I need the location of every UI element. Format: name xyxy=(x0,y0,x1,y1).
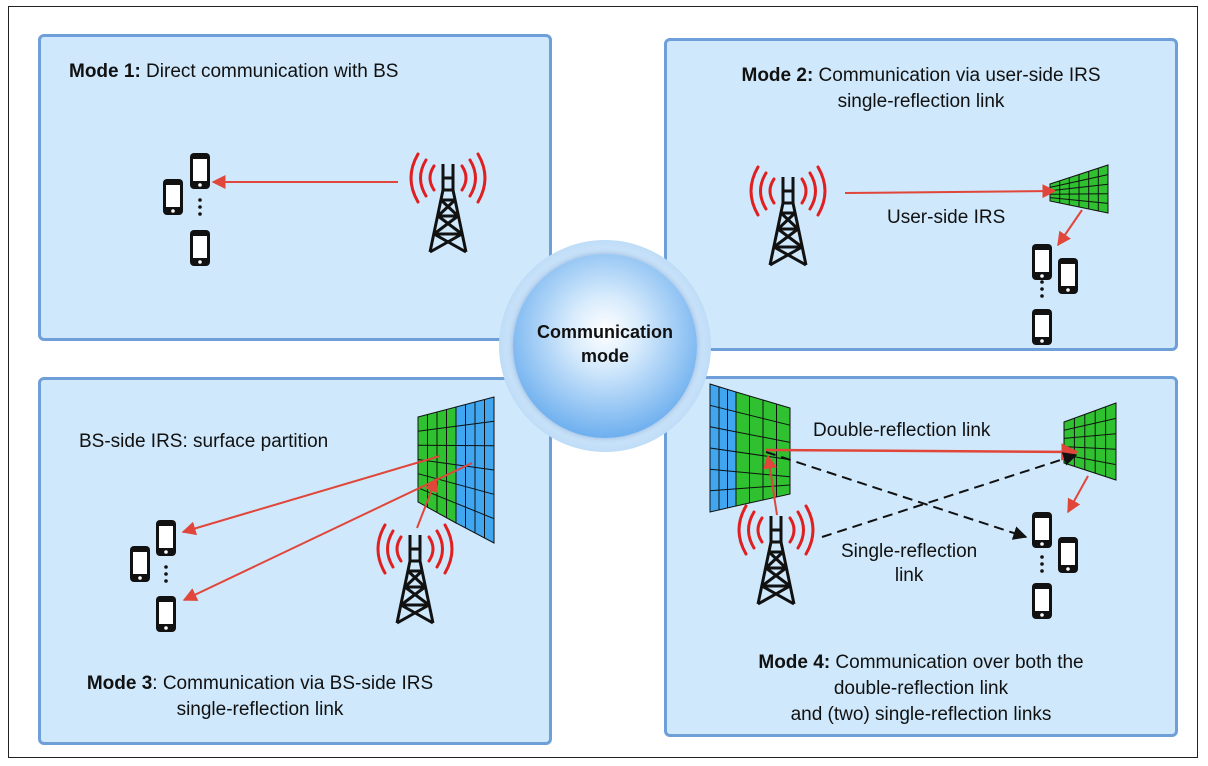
irs-to-user-arrow xyxy=(182,462,473,601)
irs-to-user-arrow xyxy=(1057,209,1083,247)
phone-icon xyxy=(156,520,176,556)
single-reflection-label-line1: Single-reflection xyxy=(841,541,978,562)
irs-to-user-arrow xyxy=(181,455,441,536)
single-reflection-arrow xyxy=(765,451,1028,540)
mode-2-title: Mode 2: Communication via user-side IRS … xyxy=(667,63,1175,115)
mode-4-bold: Mode 4: xyxy=(758,652,831,673)
mode-2-bold: Mode 2: xyxy=(741,65,814,86)
double-reflection-arrow xyxy=(765,443,1079,461)
phone-icon xyxy=(1058,258,1078,294)
communication-mode-hub: Communication mode xyxy=(499,240,711,452)
phone-icon xyxy=(156,596,176,632)
hub-inner-circle: Communication mode xyxy=(513,254,697,438)
mode-4-text: Communication over both the xyxy=(830,652,1084,673)
single-reflection-label: Single-reflection link xyxy=(841,540,977,588)
figure-frame xyxy=(8,6,1198,758)
base-station-icon xyxy=(749,165,827,267)
mode-4-graphics xyxy=(709,383,1117,619)
mode-2-text: Communication via user-side IRS xyxy=(813,65,1101,86)
mode-3-panel: BS-side IRS: surface partition Mode 3: C… xyxy=(38,377,552,745)
mode-1-graphics xyxy=(163,152,487,266)
phone-icon xyxy=(130,546,150,582)
dots-icon xyxy=(1040,555,1044,573)
dots-icon xyxy=(164,565,168,583)
base-station-icon xyxy=(737,504,815,606)
bs-side-irs-label: BS-side IRS: surface partition xyxy=(79,431,329,452)
irs2-to-user-arrow xyxy=(1067,475,1089,514)
mode-1-title: Mode 1: Direct communication with BS xyxy=(69,59,398,85)
bs-to-irs1-arrow xyxy=(762,454,778,516)
double-reflection-label: Double-reflection link xyxy=(813,420,991,441)
hub-label-line1: Communication xyxy=(536,322,673,342)
single-reflection-arrow xyxy=(821,452,1078,538)
mode-1-text: Direct communication with BS xyxy=(140,61,399,82)
mode-1-panel: Mode 1: Direct communication with BS xyxy=(38,34,552,341)
mode-3-graphics xyxy=(130,396,495,632)
phone-icon xyxy=(1032,583,1052,619)
hub-label-line2: mode xyxy=(580,346,629,366)
mode-3-text: : Communication via BS-side IRS xyxy=(152,673,434,694)
mode-2-line2: single-reflection link xyxy=(837,91,1005,112)
bs-side-irs-partitioned-icon xyxy=(417,396,495,544)
hub-label: Communication mode xyxy=(513,320,697,368)
mode-1-bold: Mode 1: xyxy=(69,61,141,82)
bs-to-irs-arrow xyxy=(844,184,1057,199)
user-side-irs-label: User-side IRS xyxy=(887,207,1006,228)
phone-icon xyxy=(1058,537,1078,573)
phone-icon xyxy=(1032,309,1052,345)
mode-2-graphics xyxy=(749,164,1109,345)
user-side-irs-icon xyxy=(1063,402,1117,481)
mode-3-title: Mode 3: Communication via BS-side IRS si… xyxy=(41,671,479,723)
phone-icon xyxy=(1032,244,1052,280)
mode-4-title: Mode 4: Communication over both the doub… xyxy=(667,650,1175,728)
mode-4-line2: double-reflection link xyxy=(833,678,1009,699)
phone-icon xyxy=(190,230,210,266)
base-station-icon xyxy=(409,152,487,254)
single-reflection-label-line2: link xyxy=(894,565,924,586)
base-station-icon xyxy=(376,523,454,625)
phone-icon xyxy=(1032,512,1052,548)
bs-to-irs-arrow xyxy=(416,477,438,529)
mode-3-line2: single-reflection link xyxy=(176,699,344,720)
mode-4-line3: and (two) single-reflection links xyxy=(790,704,1052,725)
dots-icon xyxy=(1040,280,1044,298)
phone-icon xyxy=(163,179,183,215)
dots-icon xyxy=(198,198,202,216)
phone-icon xyxy=(190,153,210,189)
mode-3-bold: Mode 3 xyxy=(86,673,153,694)
user-side-irs-icon xyxy=(1049,164,1109,214)
bs-side-irs-icon xyxy=(709,383,791,513)
